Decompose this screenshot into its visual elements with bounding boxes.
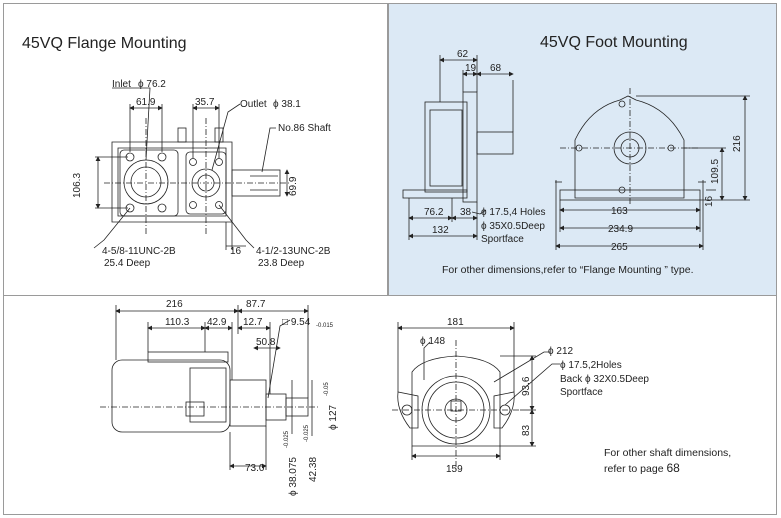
- front-view-drawing: [392, 322, 560, 470]
- flange-view-drawing: [93, 87, 290, 250]
- outlet-dia-label: ϕ 38.1: [273, 99, 301, 110]
- dim-181: 181: [447, 317, 464, 328]
- dim-61-9: 61.9: [136, 97, 156, 108]
- left-bolt-depth: 25.4 Deep: [104, 258, 151, 269]
- flange-mounting-panel: [3, 3, 388, 296]
- dim-265: 265: [611, 242, 628, 253]
- foot-spotface-label-2: Sportface: [481, 234, 524, 245]
- front-view-labels: 181 ϕ 148 ϕ 212 ϕ 17.5,2Holes Back ϕ 32X…: [420, 317, 649, 475]
- dim-83: 83: [521, 424, 532, 436]
- dim-163: 163: [611, 206, 628, 217]
- dim-73-0: 73.0: [245, 463, 265, 474]
- pilot-dia-tolerance: -0.05: [324, 382, 330, 396]
- pilot-dia-label: ϕ 127: [328, 404, 339, 430]
- left-bolt-spec: 4-5/8-11UNC-2B: [102, 246, 176, 257]
- flange-mounting-title: 45VQ Flange Mounting: [22, 35, 187, 52]
- foot-mounting-note: For other dimensions,refer to “Flange Mo…: [442, 264, 694, 276]
- dim-106-3: 106.3: [72, 173, 83, 198]
- dim-35-7: 35.7: [195, 97, 215, 108]
- dim-76-2: 76.2: [424, 207, 444, 218]
- dim-132: 132: [432, 225, 449, 236]
- front-back-spotface: Back ϕ 32X0.5Deep: [560, 374, 649, 385]
- foot-holes-label: ϕ 17.5,4 Holes: [481, 207, 546, 218]
- right-bolt-spec: 4-1/2-13UNC-2B: [256, 246, 331, 257]
- dim-16-flange: 16: [230, 246, 242, 257]
- dim-234-9: 234.9: [608, 224, 633, 235]
- foot-spotface-label: ϕ 35X0.5Deep: [481, 221, 545, 232]
- dim-12-7: 12.7: [243, 317, 263, 328]
- inlet-label: Inlet: [112, 79, 131, 90]
- dim-38: 38: [460, 207, 472, 218]
- shaft-footnote-page: 68: [666, 461, 680, 475]
- dim-148: ϕ 148: [420, 336, 446, 347]
- front-holes-label: ϕ 17.5,2Holes: [560, 360, 622, 371]
- shaft-footnote-line1: For other shaft dimensions,: [604, 447, 732, 459]
- step-dia-tolerance: -0.025: [304, 424, 310, 442]
- dim-216-foot: 216: [732, 135, 743, 152]
- shaft-dia-label: ϕ 38.075: [288, 457, 299, 496]
- inlet-dia-label: ϕ 76.2: [138, 79, 166, 90]
- dim-19: 19: [465, 63, 477, 74]
- dim-216-side: 216: [166, 299, 183, 310]
- dim-93-6: 93.6: [521, 376, 532, 396]
- dim-109-5: 109.5: [710, 159, 721, 184]
- flange-labels: Inlet ϕ 76.2 Outlet ϕ 38.1 No.86 Shaft 6…: [72, 79, 331, 269]
- shaft-footnote-text: refer to page: [604, 463, 664, 475]
- dim-16-foot: 16: [704, 195, 715, 207]
- dim-42-9: 42.9: [207, 317, 227, 328]
- dim-62: 62: [457, 49, 469, 60]
- shaft-dia-tolerance: -0.025: [284, 430, 290, 448]
- key-tolerance: -0.015: [316, 323, 334, 329]
- foot-side-view-drawing: [402, 55, 514, 240]
- dim-69-9: 69.9: [288, 176, 299, 196]
- dim-68: 68: [490, 63, 502, 74]
- foot-front-view-drawing: [471, 88, 750, 250]
- dim-50-8: 50.8: [256, 337, 276, 348]
- front-back-spotface-2: Sportface: [560, 387, 603, 398]
- step-dia-label: 42.38: [308, 457, 319, 482]
- dim-212: ϕ 212: [548, 346, 574, 357]
- side-view-drawing: [100, 305, 320, 470]
- dim-110-3: 110.3: [165, 317, 190, 328]
- shaft-footnote-line2: refer to page 68: [604, 461, 680, 475]
- key-size-label: □ 9.54: [282, 317, 311, 328]
- dim-159: 159: [446, 464, 463, 475]
- shaft-label: No.86 Shaft: [278, 123, 331, 134]
- foot-mounting-title: 45VQ Foot Mounting: [540, 34, 688, 51]
- right-bolt-depth: 23.8 Deep: [258, 258, 305, 269]
- dim-87-7: 87.7: [246, 299, 266, 310]
- side-view-labels: 216 87.7 110.3 42.9 12.7 □ 9.54 -0.015 5…: [165, 299, 339, 496]
- foot-labels: 62 19 68 76.2 38 132 ϕ 17.5,4 Holes ϕ 35…: [424, 49, 743, 253]
- outlet-label: Outlet: [240, 99, 267, 110]
- side-and-front-view-panel: [3, 296, 777, 515]
